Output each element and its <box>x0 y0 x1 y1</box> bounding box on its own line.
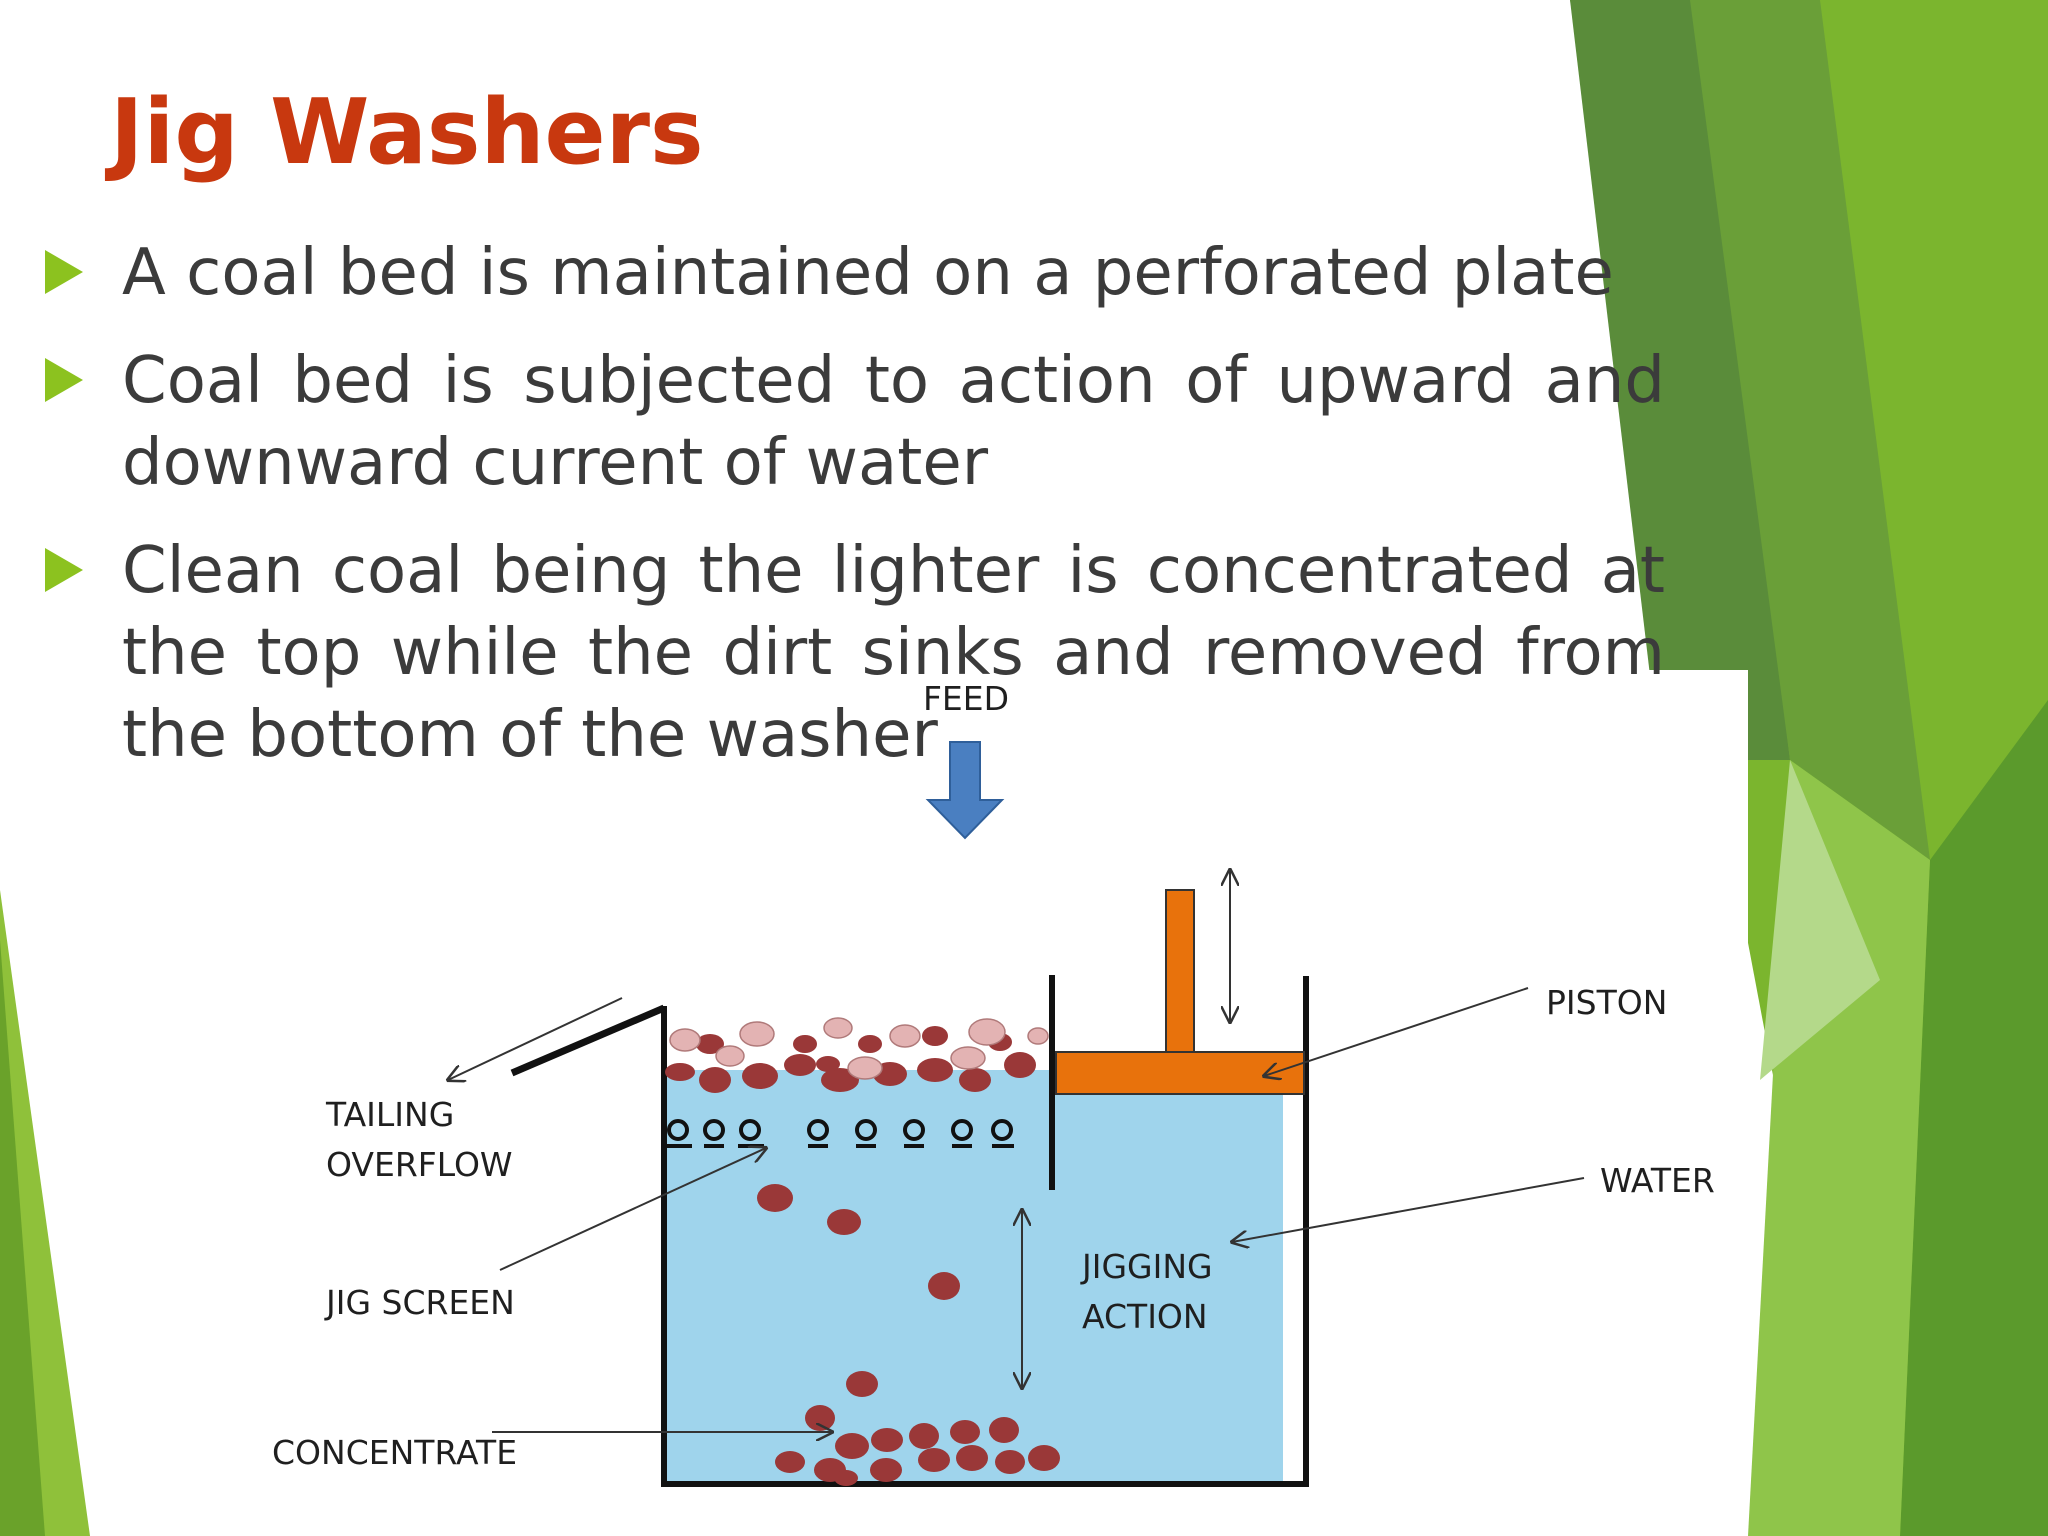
bullet-text: Coal bed is subjected to action of upwar… <box>122 344 1665 500</box>
tailing-chute <box>510 1004 666 1077</box>
piston-leader-line <box>1264 987 1529 1076</box>
jig-washer-diagram: FEED <box>272 679 1715 1487</box>
water-label: WATER <box>1600 1161 1715 1200</box>
bullet-item: Coal bed is subjected to action of upwar… <box>45 340 1665 504</box>
jig-screen <box>664 1119 1014 1148</box>
sinking-particles <box>757 1184 960 1397</box>
action-label: ACTION <box>1082 1297 1208 1336</box>
bullet-text: A coal bed is maintained on a perforated… <box>122 236 1614 310</box>
green-facet <box>1570 0 1790 760</box>
overflow-label: OVERFLOW <box>326 1145 513 1184</box>
coal-bed <box>665 1017 1049 1093</box>
jig-screen-label: JIG SCREEN <box>324 1283 515 1322</box>
slide-title: Jig Washers <box>110 80 704 185</box>
piston-head <box>1055 1051 1305 1095</box>
triangle-bullet-icon <box>45 548 83 592</box>
feed-arrow-icon <box>925 741 1005 840</box>
tailing-leader-line <box>448 997 623 1080</box>
piston-label: PISTON <box>1546 983 1667 1022</box>
bullet-text: Clean coal being the lighter is concentr… <box>122 534 1665 772</box>
green-facet <box>1690 0 1930 860</box>
concentrate-particles <box>775 1405 1060 1486</box>
triangle-bullet-icon <box>45 358 83 402</box>
jigging-label: JIGGING <box>1080 1247 1213 1286</box>
water-right-chamber <box>1052 1096 1280 1482</box>
green-facet <box>0 940 45 1536</box>
jig-screen-leader-line <box>499 1148 766 1271</box>
tank-outline <box>661 976 1309 1487</box>
tailing-label: TAILING <box>325 1095 454 1134</box>
bullet-item: Clean coal being the lighter is concentr… <box>45 530 1665 776</box>
bullet-item: A coal bed is maintained on a perforated… <box>45 232 1665 314</box>
concentrate-label: CONCENTRATE <box>272 1433 517 1472</box>
piston-rod <box>1165 889 1195 1053</box>
green-facet <box>1900 700 2048 1536</box>
water-leader-line <box>1232 1177 1585 1242</box>
bullet-list: A coal bed is maintained on a perforated… <box>45 232 1665 802</box>
triangle-bullet-icon <box>45 250 83 294</box>
green-facet <box>1760 760 1880 1080</box>
feed-label: FEED <box>923 679 1009 718</box>
